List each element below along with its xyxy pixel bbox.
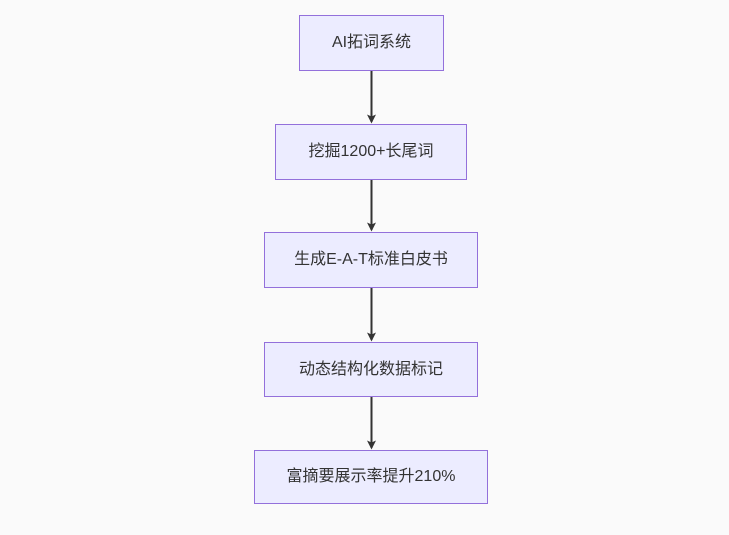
node-label: AI拓词系统 [331,34,412,52]
node-label: 动态结构化数据标记 [298,360,443,378]
node-generate-eat-whitepaper: 生成E-A-T标准白皮书 [264,232,478,288]
node-ai-word-expansion-system: AI拓词系统 [299,15,444,71]
node-mine-longtail-keywords: 挖掘1200+长尾词 [275,124,467,180]
node-label: 富摘要展示率提升210% [286,468,456,486]
node-dynamic-structured-data-markup: 动态结构化数据标记 [264,342,478,397]
node-rich-snippet-rate-increase: 富摘要展示率提升210% [254,450,488,504]
node-label: 挖掘1200+长尾词 [308,143,434,161]
node-label: 生成E-A-T标准白皮书 [294,251,448,269]
